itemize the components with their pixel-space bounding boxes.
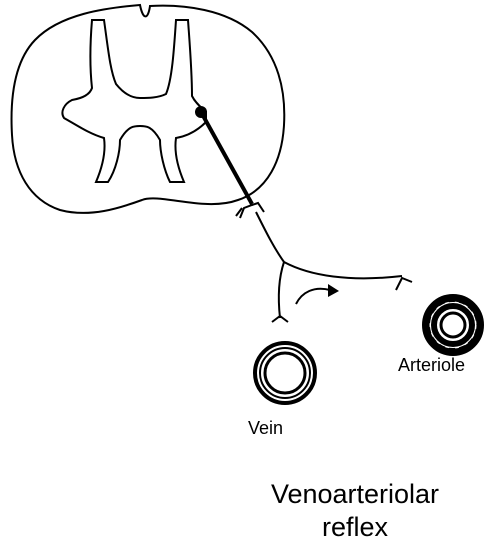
vein-branch: [272, 262, 288, 322]
postganglionic-fiber: [256, 212, 284, 262]
spinal-cord-outline: [12, 5, 285, 213]
vein-label: Vein: [248, 418, 283, 439]
gray-matter-h-shape: [62, 20, 206, 182]
preganglionic-axon: [201, 112, 252, 204]
arteriole-branch: [284, 262, 412, 290]
vein-cross-section: [255, 343, 315, 403]
synapse-fork: [236, 203, 264, 218]
reflex-arrow: [296, 289, 330, 304]
arteriole-cross-section: [426, 298, 480, 352]
arteriole-label: Arteriole: [398, 355, 465, 376]
title-line-1: Venoarteriolar: [250, 478, 460, 511]
reflex-arrowhead: [328, 284, 339, 297]
title-line-2: reflex: [250, 511, 460, 544]
